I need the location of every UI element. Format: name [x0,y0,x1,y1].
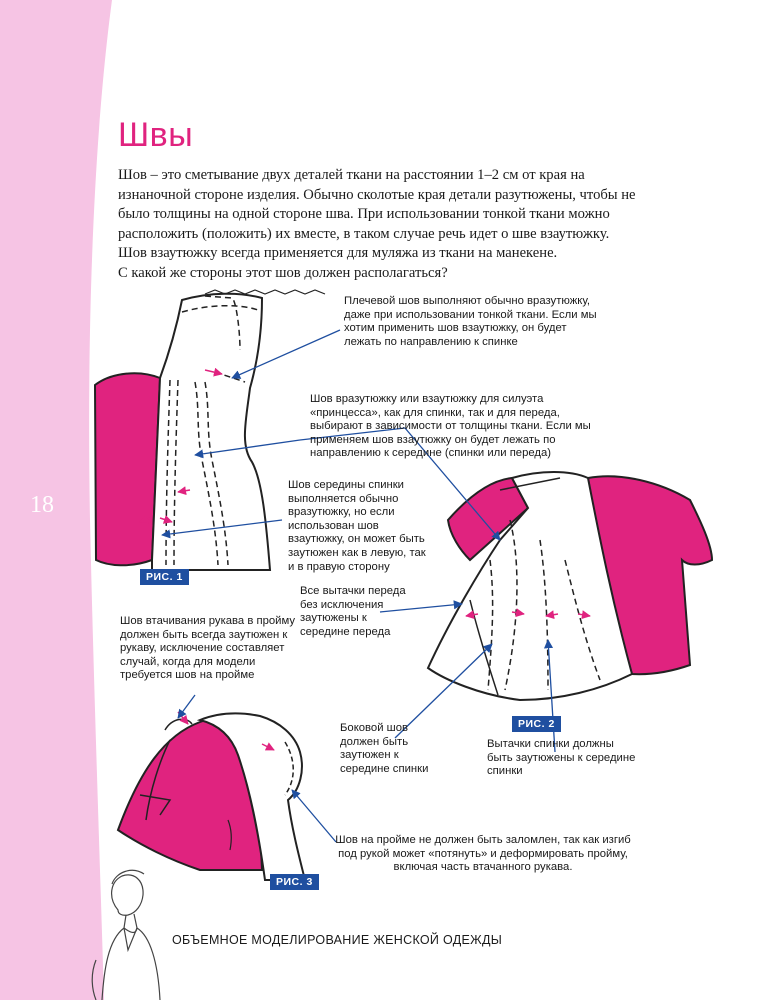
fig3-white-bodice [196,712,307,881]
figure-1-label: РИС. 1 [140,569,189,585]
note-center-back-seam: Шов середины спинки выполняется обычно в… [288,479,426,573]
figure-2-front-jacket [426,471,714,702]
woman-sketch-logo [91,869,161,1000]
pointer-lines [161,329,556,843]
fig2-body [426,471,634,702]
figure-3-sleeve-bodice [116,711,307,881]
page-title: Швы [118,116,194,154]
note-shoulder-seam: Плечевой шов выполняют обычно вразутюжку… [344,295,597,348]
note-armhole-seam: Шов на пройме не должен быть заломлен, т… [335,834,631,874]
note-princess-seam: Шов вразутюжку или взаутюжку для силуэта… [310,393,591,460]
footer-book-title: ОБЪЕМНОЕ МОДЕЛИРОВАНИЕ ЖЕНСКОЙ ОДЕЖДЫ [172,933,503,947]
fig1-sleeve [93,372,162,567]
intro-text: Шов – это сметывание двух деталей ткани … [118,166,640,283]
note-front-darts: Все вытачки переда без исключения заутюж… [300,585,406,638]
pink-side-band [0,0,112,1000]
page-number: 18 [30,492,54,518]
note-side-seam: Боковой шов должен быть заутюжен к серед… [340,722,429,775]
note-sleeve-seam: Шов втачивания рукава в пройму должен бы… [120,615,296,682]
note-back-darts: Вытачки спинки должны быть заутюжены к с… [487,738,636,778]
intro-question: С какой же стороны этот шов должен распо… [118,264,448,281]
figure-2-label: РИС. 2 [512,716,561,732]
figure-3-label: РИС. 3 [270,874,319,890]
intro-paragraph: Шов – это сметывание двух деталей ткани … [118,167,636,261]
fig1-bodice [151,292,272,571]
figure-1-back-bodice [93,289,326,571]
